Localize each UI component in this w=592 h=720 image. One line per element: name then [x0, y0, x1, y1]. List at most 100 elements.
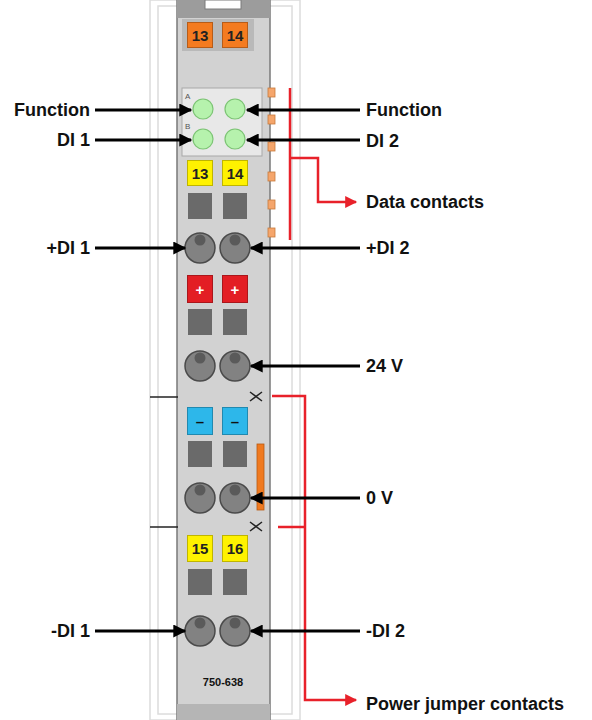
wire-entry	[185, 616, 215, 646]
color-marker: +	[187, 275, 213, 303]
separator-line	[150, 396, 178, 398]
leader-arrow	[251, 247, 360, 250]
keyhole-notch	[195, 235, 206, 246]
keyhole-notch	[230, 485, 241, 496]
leader-arrow	[95, 110, 360, 631]
status-led	[193, 99, 213, 119]
leader-arrow	[251, 365, 360, 368]
wire-entry	[185, 351, 215, 381]
neighbour-outline	[150, 0, 300, 720]
release-slot	[188, 309, 212, 335]
leader-arrow	[95, 630, 185, 633]
bottom-latch	[177, 704, 270, 720]
clip-mark	[250, 392, 262, 401]
marker-text: 14	[227, 28, 244, 43]
top-latch	[177, 0, 270, 18]
color-marker: 14	[222, 22, 248, 48]
release-slot	[223, 569, 247, 595]
data-contact	[268, 172, 275, 181]
wire-entry	[185, 233, 215, 263]
wire-entry	[185, 233, 250, 646]
led-letter: A	[185, 92, 190, 101]
marker-text: +	[231, 282, 240, 297]
module-housing	[177, 0, 270, 720]
terminal-label: 0 V	[366, 488, 393, 509]
keyhole-notch	[230, 353, 241, 364]
clip-mark	[250, 522, 262, 531]
marker-carrier	[182, 19, 254, 51]
terminal-label: -DI 2	[366, 621, 405, 642]
marker-text: 13	[192, 166, 209, 181]
terminal-label: 24 V	[366, 356, 403, 377]
leader-arrow	[247, 139, 360, 142]
keyhole-notch	[195, 353, 206, 364]
color-marker: +	[222, 275, 248, 303]
marker-text: 15	[192, 541, 209, 556]
bracket-arrow	[290, 158, 356, 202]
bracket-arrow	[272, 396, 356, 700]
marker-text: 13	[192, 28, 209, 43]
data-contact	[268, 115, 275, 124]
leader-arrow	[247, 109, 360, 112]
marker-text: 14	[227, 166, 244, 181]
led-panel	[182, 88, 262, 156]
wire-entry	[220, 616, 250, 646]
keyhole-notch	[230, 235, 241, 246]
status-led	[193, 129, 213, 149]
wire-entry	[185, 483, 215, 513]
marker-text: –	[196, 414, 204, 429]
color-marker: 16	[222, 535, 248, 562]
color-marker: 13	[187, 160, 213, 186]
terminal-label: +DI 1	[46, 238, 90, 259]
marker-text: +	[196, 282, 205, 297]
color-marker: 15	[187, 535, 213, 562]
power-jumper-contact	[257, 444, 264, 510]
contact-label: Power jumper contacts	[366, 694, 564, 715]
data-contact	[268, 200, 275, 209]
release-slot	[188, 193, 212, 219]
separator-line	[150, 526, 178, 528]
signal-label: DI 2	[366, 131, 399, 152]
leader-arrow	[95, 139, 191, 142]
release-slot	[188, 441, 212, 467]
bracket	[278, 526, 305, 529]
neighbour-outline	[150, 0, 300, 720]
color-marker: 14	[222, 160, 248, 186]
keyhole-notch	[195, 485, 206, 496]
contact-label: Data contacts	[366, 192, 484, 213]
wire-entry	[220, 483, 250, 513]
leader-arrow	[95, 109, 191, 112]
release-slot	[223, 193, 247, 219]
data-contact	[268, 88, 275, 97]
terminal-label: -DI 1	[51, 621, 90, 642]
top-notch	[205, 0, 241, 9]
status-led	[225, 129, 245, 149]
leader-arrow	[95, 247, 185, 250]
terminal-label: +DI 2	[366, 238, 410, 259]
signal-label: Function	[366, 100, 442, 121]
signal-label: Function	[14, 100, 90, 121]
keyhole-notch	[195, 618, 206, 629]
marker-text: –	[231, 414, 239, 429]
leader-arrow	[251, 630, 360, 633]
data-contact	[268, 142, 275, 151]
signal-label: DI 1	[57, 130, 90, 151]
release-slot	[223, 441, 247, 467]
part-number: 750-638	[203, 676, 243, 689]
bracket	[272, 88, 356, 700]
wire-entry	[220, 233, 250, 263]
status-led	[225, 99, 245, 119]
led-letter: B	[185, 122, 190, 131]
color-marker: –	[187, 407, 213, 435]
marker-text: 16	[227, 541, 244, 556]
color-marker: 13	[187, 22, 213, 48]
color-marker: –	[222, 407, 248, 435]
release-slot	[188, 569, 212, 595]
release-slot	[223, 309, 247, 335]
keyhole-notch	[230, 618, 241, 629]
separator-line	[150, 392, 262, 531]
data-contact	[268, 228, 275, 237]
leader-arrow	[251, 497, 360, 500]
wire-entry	[220, 351, 250, 381]
